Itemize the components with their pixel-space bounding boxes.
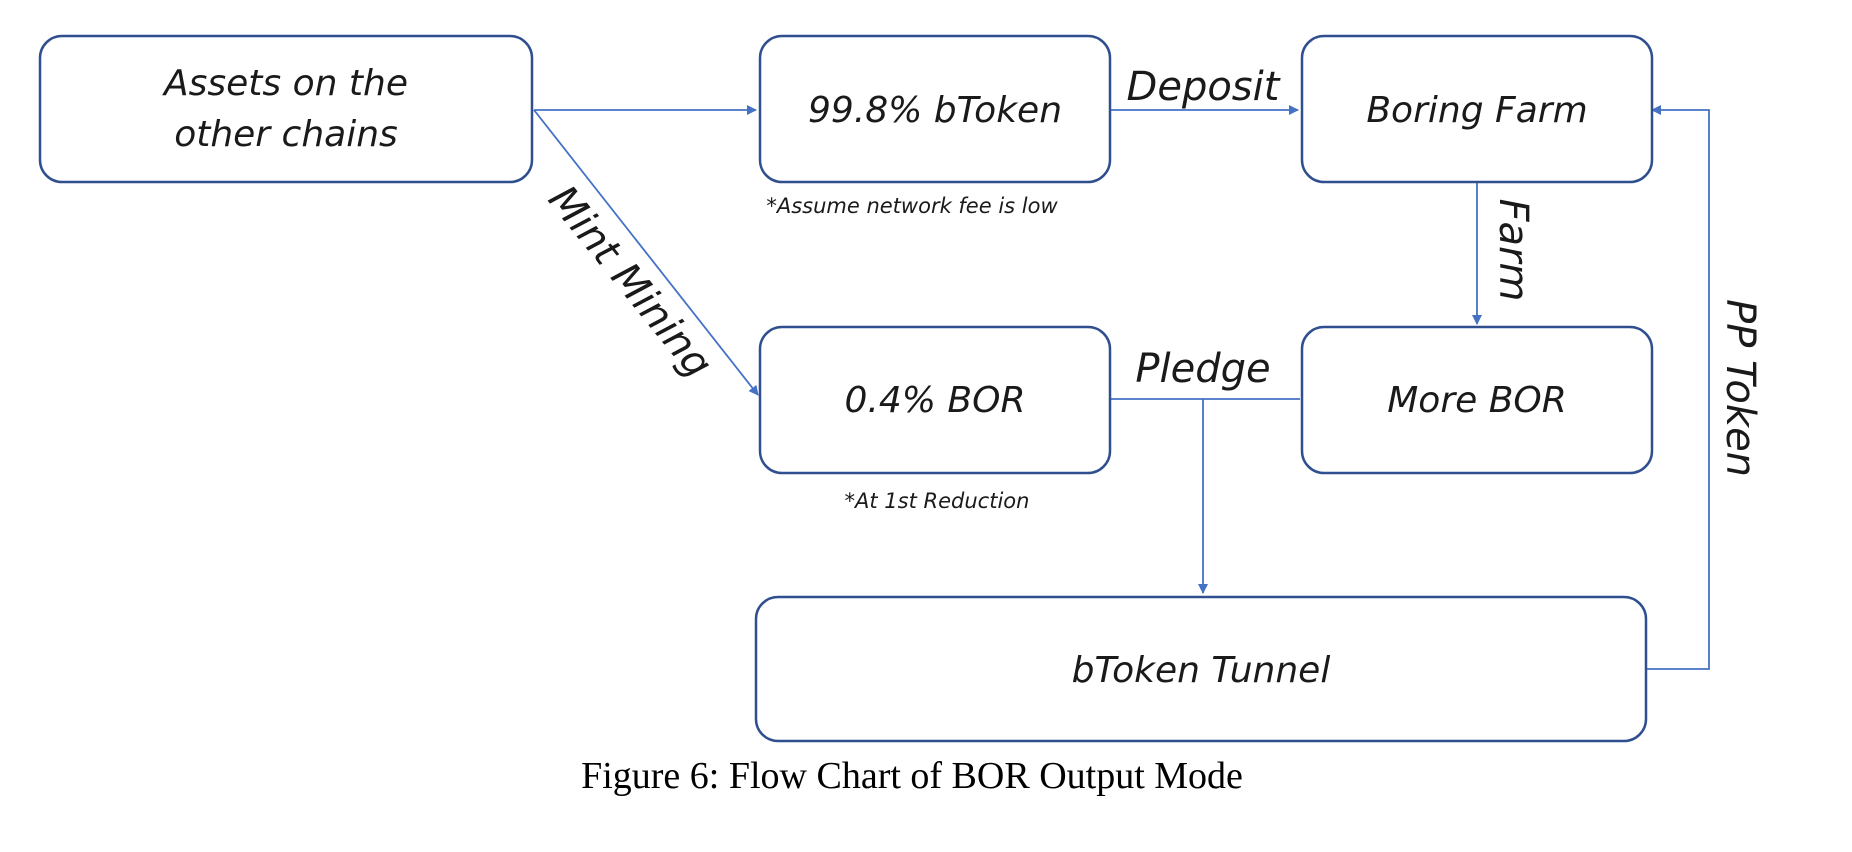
node-btoken-label: 99.8% bToken bbox=[808, 90, 1062, 131]
node-boring-farm-label: Boring Farm bbox=[1366, 90, 1587, 131]
node-btoken: 99.8% bToken bbox=[758, 34, 1112, 184]
node-assets-label-line2: other chains bbox=[174, 114, 398, 155]
node-assets: Assets on the other chains bbox=[38, 34, 534, 184]
node-bor-label: 0.4% BOR bbox=[845, 380, 1026, 421]
node-more-bor-label: More BOR bbox=[1387, 380, 1567, 421]
edge-label-farm: Farm bbox=[1490, 199, 1536, 302]
edges bbox=[533, 105, 1710, 670]
figure-caption: Figure 6: Flow Chart of BOR Output Mode bbox=[581, 755, 1243, 797]
note-network-fee: *Assume network fee is low bbox=[766, 194, 1058, 218]
node-boring-farm: Boring Farm bbox=[1300, 34, 1654, 184]
node-more-bor: More BOR bbox=[1300, 325, 1654, 475]
edge-label-pp-token: PP Token bbox=[1717, 299, 1763, 477]
node-assets-label-line1: Assets on the bbox=[162, 63, 408, 104]
node-bor: 0.4% BOR bbox=[758, 325, 1112, 475]
edge-label-deposit: Deposit bbox=[1127, 64, 1281, 110]
edge-assets-to-bor bbox=[533, 109, 759, 396]
edge-label-mint-mining: Mint Mining bbox=[539, 177, 721, 386]
node-btoken-tunnel-label: bToken Tunnel bbox=[1072, 650, 1331, 691]
edge-tunnel-to-farm bbox=[1646, 105, 1710, 670]
note-first-reduction: *At 1st Reduction bbox=[845, 489, 1030, 513]
node-btoken-tunnel: bToken Tunnel bbox=[754, 595, 1648, 743]
edge-label-pledge: Pledge bbox=[1135, 346, 1270, 392]
